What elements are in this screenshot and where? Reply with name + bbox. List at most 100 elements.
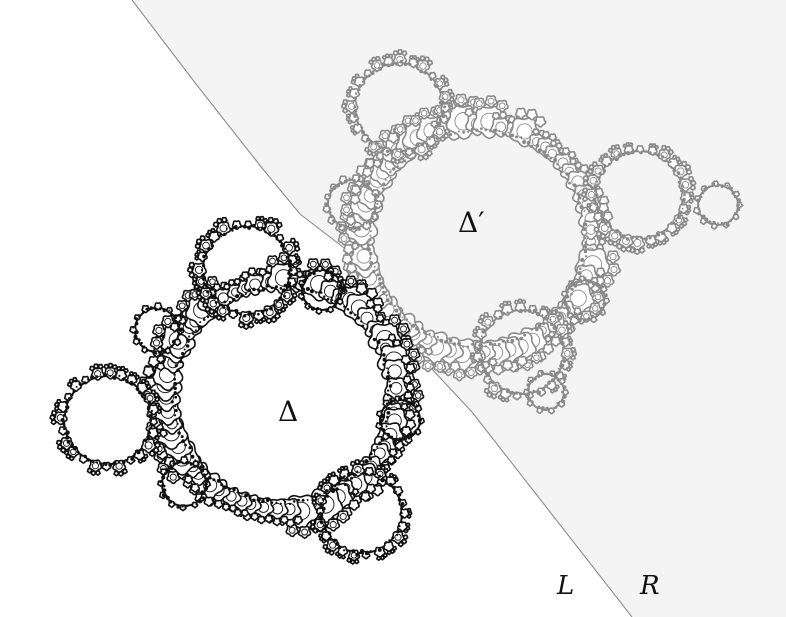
delta-hub-0-bud-small [285,524,299,538]
delta-hub-3-fringe-dot [391,536,395,539]
delta-prime-hub-1-fringe-dot [431,134,435,139]
delta-prime-hub-3-fringe-dot [550,322,554,327]
delta-hub-0-fringe-dot [356,316,360,320]
delta-hub-0-fringe-dot [386,389,390,392]
delta-hub-7-fringe-dot [403,397,407,401]
delta-prime-hub-3-bud-small [497,394,503,400]
delta-hub-0-fringe-dot [248,496,252,499]
delta-hub-2-fringe-dot [285,256,289,259]
delta-prime-hub-3-fringe-dot [562,359,567,363]
delta-prime-hub-1-bud-small [444,81,450,87]
delta-hub-0-bud-small [344,275,358,288]
delta-prime-hub-5-fringe-dot [731,192,734,195]
delta-hub-5-fringe-dot [301,293,304,296]
delta-hub-2-bud-small [220,315,227,322]
delta-prime-hub-0-bud-small [525,108,538,121]
delta-prime-hub-1-fringe-dot [386,63,391,68]
delta-prime-hub-2-fringe-dot [661,155,665,159]
delta-prime-hub-0-fringe-dot [566,178,569,181]
delta-hub-1-fringe-dot [121,460,126,465]
delta-prime-hub-0-fringe-dot [396,165,399,168]
delta-prime-hub-1-bud-small [448,105,454,111]
delta-hub-0-fringe-dot [223,300,227,304]
delta-prime-hub-3-fringe-dot [532,389,535,392]
delta-hub-3-fringe-dot [323,524,327,528]
delta-prime-hub-0-fringe-dot [583,222,588,227]
delta-hub-3-fringe-dot [369,550,373,553]
delta-prime-hub-2-bud-small [689,195,696,201]
delta-hub-5-fringe-dot [304,302,307,305]
delta-hub-6-bud [179,504,188,512]
delta-hub-2-fringe-dot [278,296,283,301]
delta-hub-7-fringe-dot [413,430,418,435]
delta-prime-hub-0-bud-small [464,366,478,380]
delta-hub-1-bud-small [113,470,120,477]
delta-hub-2-fringe-dot [231,229,234,232]
delta-hub-2-bud-small [212,311,219,318]
delta-hub-0-bud-small [280,515,289,525]
delta-prime-hub-4-fringe-dot [329,207,332,210]
delta-hub-5-fringe-dot [307,272,312,277]
delta-hub-1-fringe-dot [144,445,147,447]
delta-hub-2-bud-small [208,308,215,315]
delta-prime-hub-0-fringe-dot [537,323,542,328]
delta-prime-hub-1-fringe-dot [404,149,408,153]
delta-prime-hub-7-fringe-dot [529,379,534,384]
delta-prime-hub-0-fringe-dot [373,265,376,268]
delta-prime-hub-3-fringe-dot [494,383,498,387]
delta-hub-0-fringe-dot [244,493,249,498]
delta-hub-2-fringe-dot [201,276,206,281]
delta-prime-hub-3-fringe-dot [560,363,565,368]
delta-prime-hub-1-bud-small [443,77,449,83]
delta-prime-hub-5-fringe-dot [730,186,733,190]
delta-prime-hub-3-fringe-dot [547,381,551,385]
delta-hub-2-bud-small [215,314,222,321]
delta-prime-hub-4-fringe-dot [376,202,379,206]
delta-hub-4-fringe-dot [134,330,139,334]
delta-hub-2-fringe-dot [265,230,267,233]
delta-prime-hub-1-bud-small [426,150,433,157]
delta-prime-hub-3-bud-small [506,300,512,306]
delta-prime-hub-0-fringe-dot [544,153,549,158]
delta-hub-0-fringe-dot [170,400,174,404]
delta-hub-2-fringe-dot [265,308,269,312]
delta-hub-6-fringe-dot [185,461,189,465]
delta-prime-hub-4-fringe-dot [332,185,337,190]
delta-hub-1-fringe-dot [147,431,152,435]
delta-prime-hub-0-fringe-dot [578,196,582,200]
delta-hub-5-fringe-dot [340,279,344,282]
delta-prime-hub-5-fringe-dot [726,184,729,187]
delta-prime-hub-2-bud-small [616,243,624,250]
delta-hub-1-fringe-dot [140,447,144,451]
delta-prime-hub-1-fringe-dot [353,105,357,109]
delta-hub-7-bud [404,436,413,445]
delta-hub-0-fringe-dot [199,321,202,324]
delta-prime-hub-1-bud-small [352,130,358,136]
delta-hub-6-fringe-dot [176,459,181,464]
delta-hub-0-fringe-dot [173,373,176,376]
delta-hub-6-fringe-dot [165,495,170,500]
delta-hub-3-bud-small [376,464,382,471]
delta-prime-hub-2-fringe-dot [607,226,610,229]
delta-hub-5-fringe-dot [320,268,324,271]
delta-prime-hub-4-fringe-dot [370,215,374,218]
delta-prime-hub-3-bud [483,375,493,385]
delta-prime-hub-3-fringe-dot [486,372,491,377]
delta-prime-hub-2-bud-small [604,236,611,243]
delta-hub-2-fringe-dot [219,303,222,306]
delta-hub-6-fringe-dot [163,472,167,476]
delta-prime-hub-2-bud-small [688,198,694,205]
delta-prime-hub-3-fringe-dot [556,371,560,375]
delta-hub-3-bud-small [313,492,320,499]
delta-hub-2-bud-small [204,306,211,313]
delta-hub-3-fringe-dot [332,538,337,543]
delta-prime-hub-1-bud-small [422,153,430,161]
delta-prime-hub-6-fringe-dot [587,317,591,321]
delta-hub-2-fringe-dot [202,264,206,268]
delta-hub-2-fringe-dot [202,282,206,285]
delta-hub-6-fringe-dot [172,462,176,466]
delta-hub-4-fringe-dot [173,315,178,320]
delta-hub-6-fringe-dot [200,490,205,494]
delta-hub-2-fringe-dot [216,238,219,241]
delta-hub-3-bud-small [354,559,360,565]
